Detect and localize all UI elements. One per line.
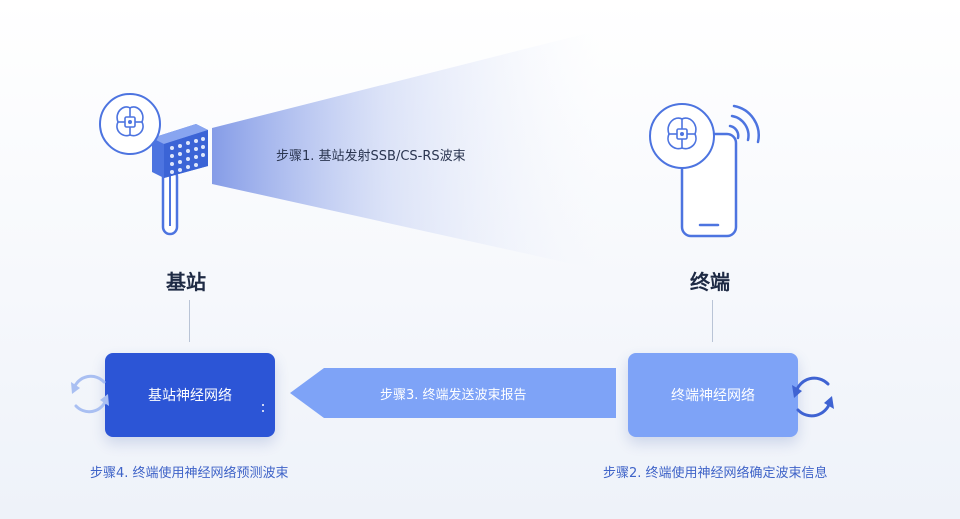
report-arrow <box>290 368 616 418</box>
step3-label: 步骤3. 终端发送波束报告 <box>380 388 527 403</box>
step1-label: 步骤1. 基站发射SSB/CS-RS波束 <box>276 149 466 164</box>
terminal-network-label: 终端神经网络 <box>671 388 755 404</box>
base-station-connector <box>189 300 190 342</box>
circular-arrows-icon <box>71 374 109 414</box>
base-station-antenna-icon <box>99 93 208 236</box>
base-station-label: 基站 <box>166 270 206 294</box>
box-dot <box>262 410 264 412</box>
circular-arrows-icon <box>792 376 834 418</box>
base-station-network-box: 基站神经网络 <box>105 353 275 437</box>
step4-label: 步骤4. 终端使用神经网络预测波束 <box>90 466 289 481</box>
terminal-connector <box>712 300 713 342</box>
step2-label: 步骤2. 终端使用神经网络确定波束信息 <box>603 466 828 481</box>
terminal-label: 终端 <box>690 270 730 294</box>
terminal-network-box: 终端神经网络 <box>628 353 798 437</box>
beam-shape <box>212 30 600 270</box>
smartphone-signal-icon <box>649 103 760 238</box>
box-dot <box>262 404 264 406</box>
base-station-network-label: 基站神经网络 <box>148 388 232 404</box>
